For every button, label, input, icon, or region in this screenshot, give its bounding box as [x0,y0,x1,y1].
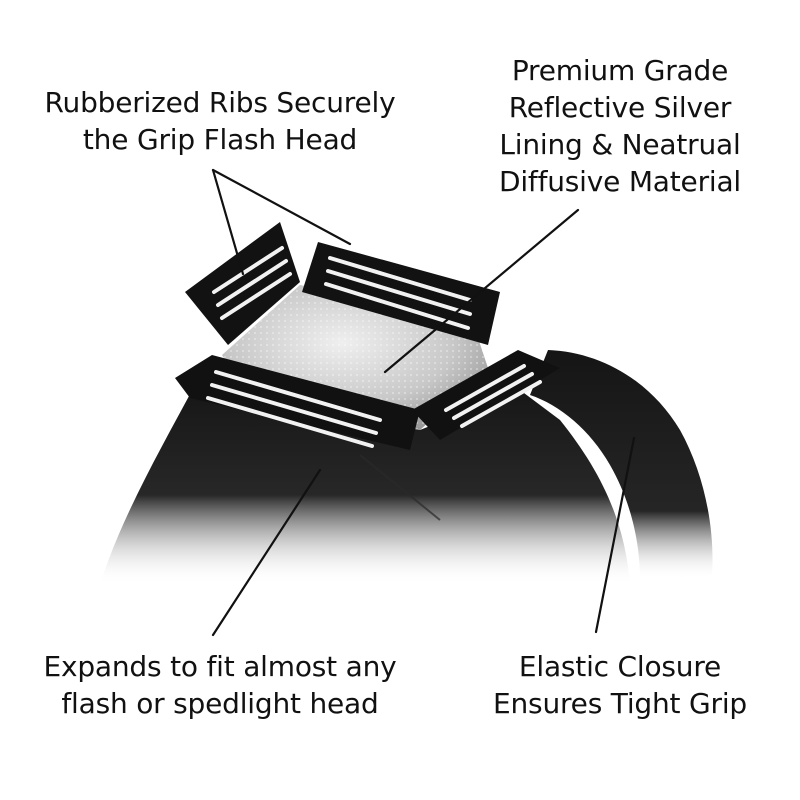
flap-front-left-stripes [206,370,382,448]
flap-back-left-stripes [212,246,292,320]
callout-expands: Expands to fit almost any flash or spedl… [43,650,397,720]
callout-silver-lining: Premium Grade Reflective Silver Lining &… [498,54,741,198]
callout-rubberized-ribs: Rubberized Ribs Securely the Grip Flash … [44,86,396,156]
flap-front-right-stripes [444,364,542,428]
callout-elastic-closure: Elastic Closure Ensures Tight Grip [493,650,747,720]
